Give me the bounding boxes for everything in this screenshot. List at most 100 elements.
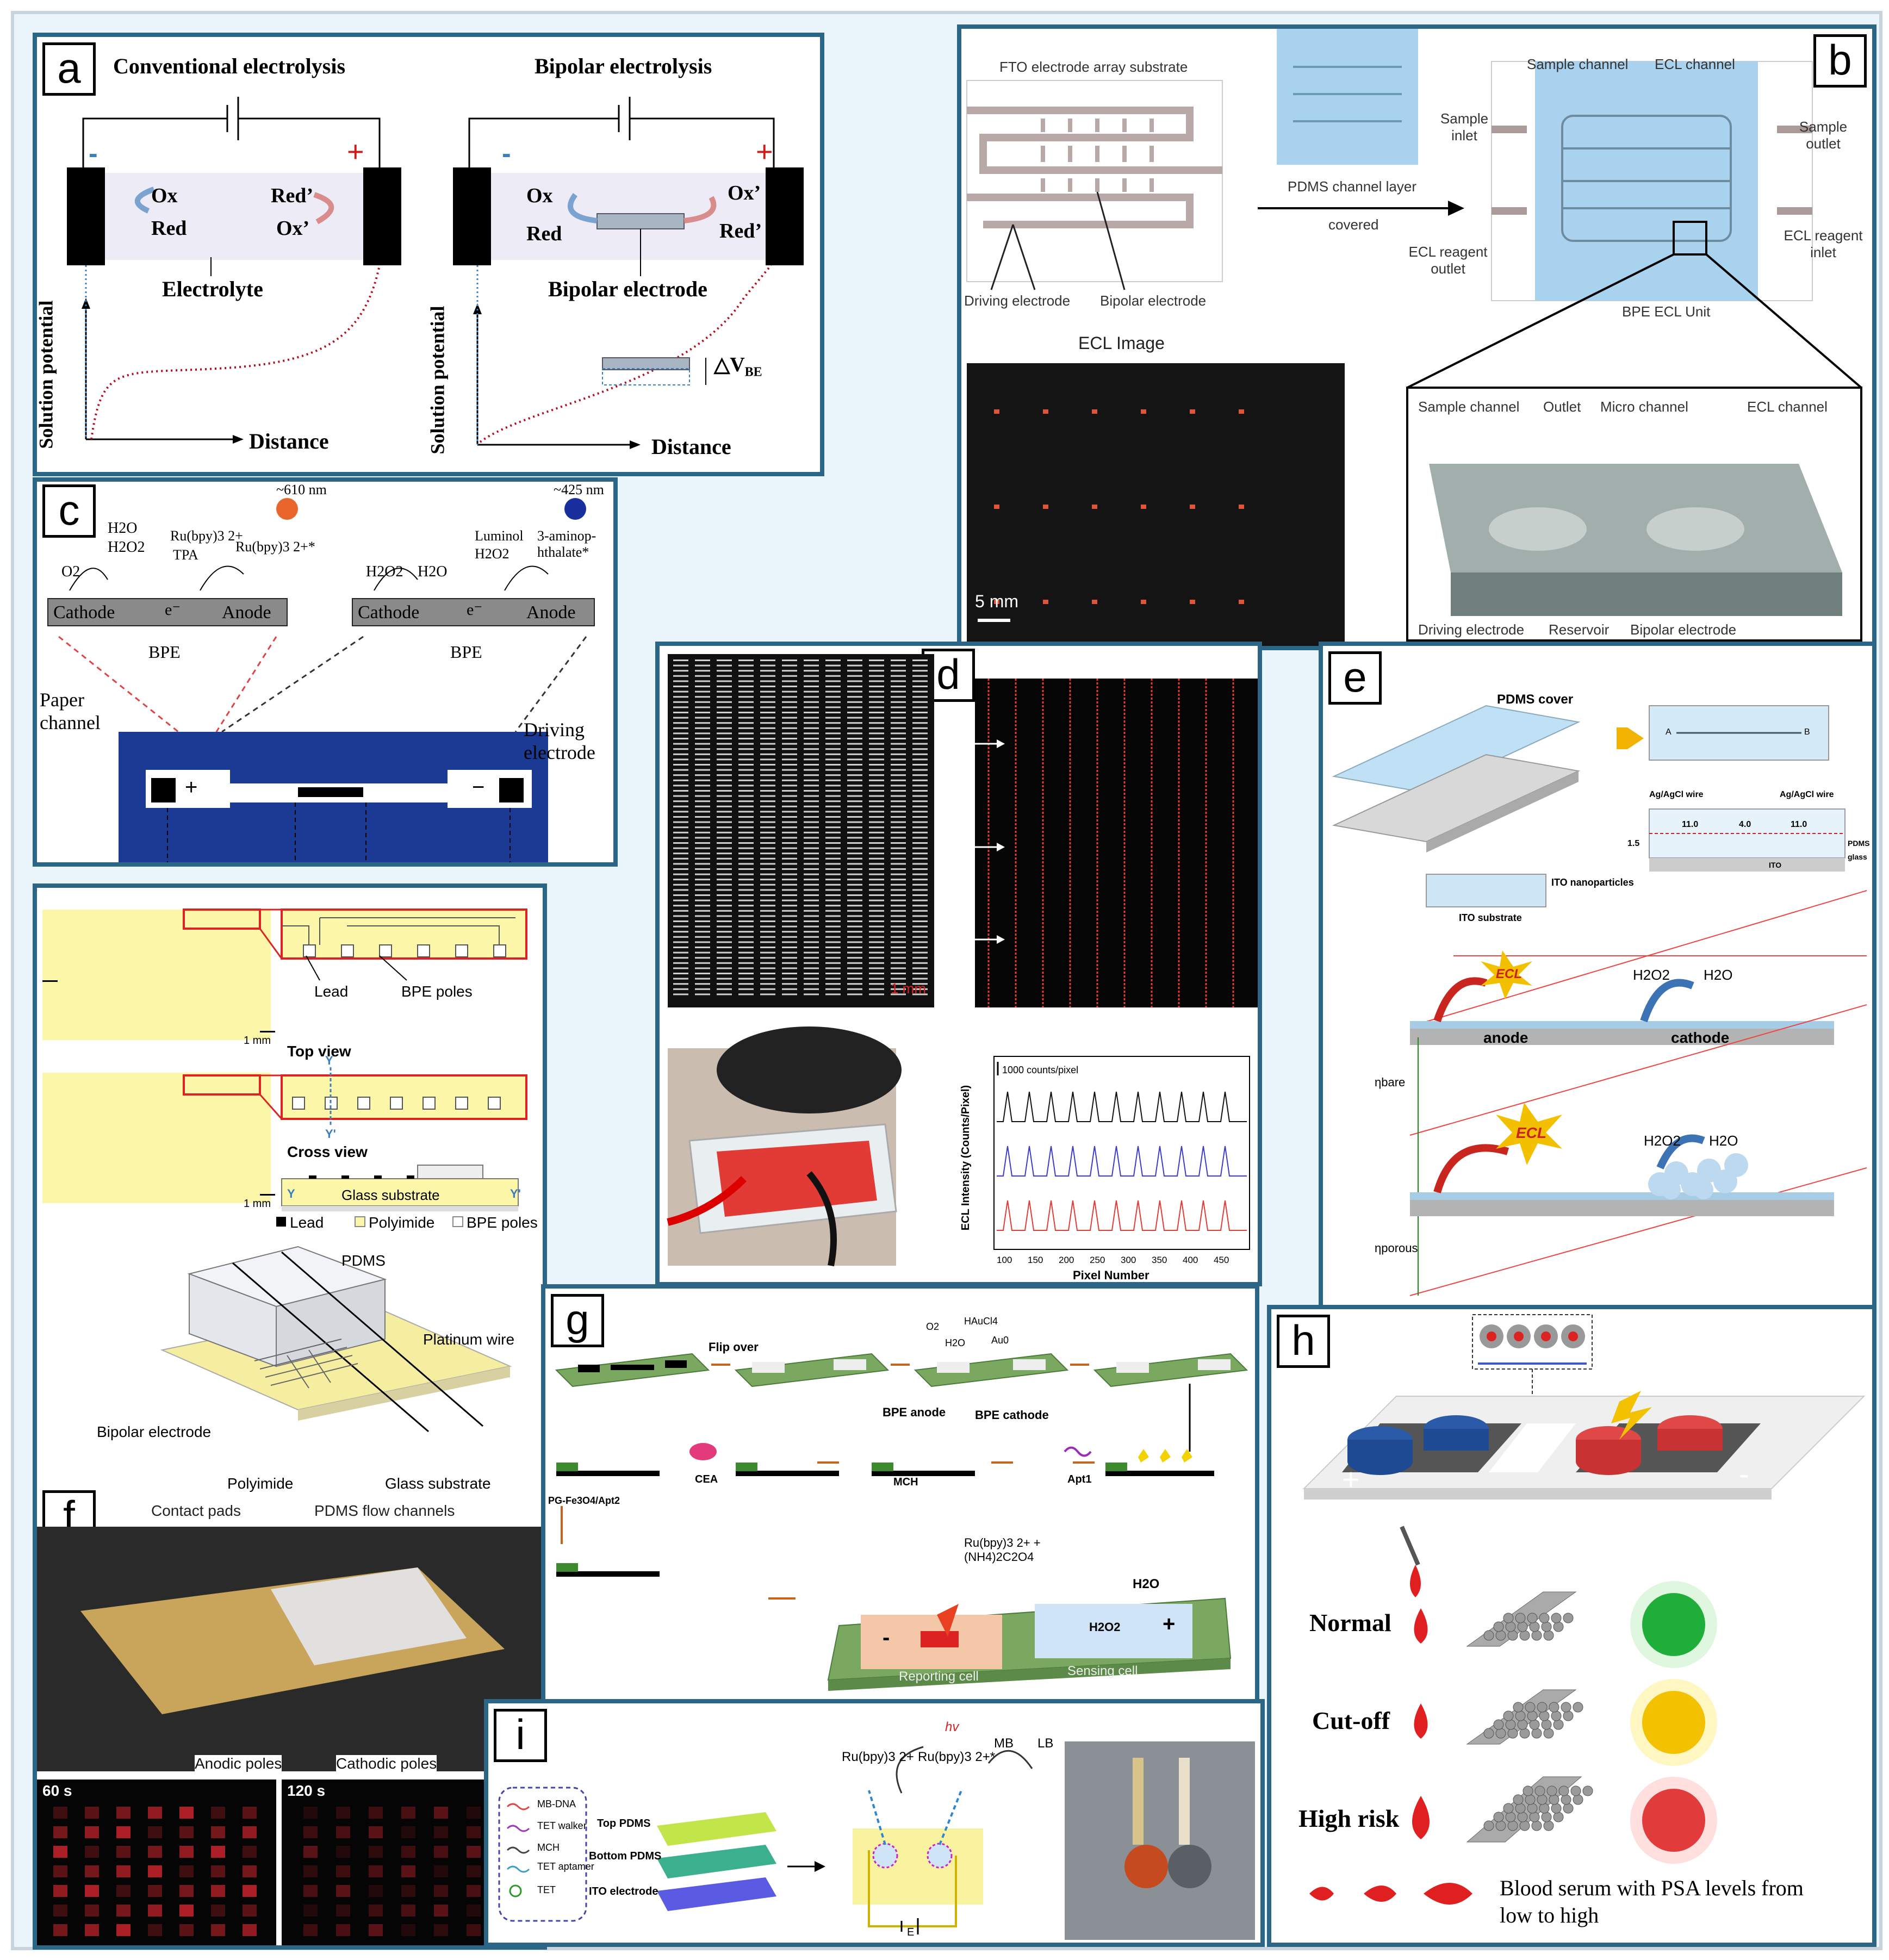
c-paper-channel: Paper channel <box>40 689 101 733</box>
d-gray-segment <box>912 696 928 698</box>
conventional-title: Conventional electrolysis <box>113 54 346 78</box>
d-gray-segment <box>912 988 928 990</box>
d-gray-segment <box>782 769 797 771</box>
f-ecl-spot-60 <box>53 1924 67 1936</box>
h-bead <box>1539 1710 1550 1721</box>
d-gray-segment <box>782 988 797 990</box>
h-bead <box>1503 1710 1514 1721</box>
d-gray-segment <box>760 910 775 912</box>
d-gray-segment <box>760 973 775 974</box>
d-gray-segment <box>695 978 710 980</box>
d-gray-segment <box>782 863 797 865</box>
d-gray-segment <box>825 659 841 661</box>
d-gray-segment <box>869 826 884 829</box>
d-gray-segment <box>695 883 710 886</box>
d-gray-segment <box>804 941 819 943</box>
d-gray-segment <box>912 842 928 844</box>
d-gray-segment <box>804 842 819 844</box>
d-gray-segment <box>673 696 688 698</box>
d-gray-segment <box>869 925 884 928</box>
ecl-spot <box>994 505 999 509</box>
h-bead <box>1549 1702 1559 1713</box>
f-ecl-spot-120 <box>303 1865 318 1877</box>
h-bead <box>1483 1630 1494 1641</box>
d-gray-segment <box>717 868 732 870</box>
panel-a-letter: a <box>42 42 96 96</box>
d-gray-segment <box>695 811 710 813</box>
d-gray-segment <box>717 853 732 855</box>
d-gray-segment <box>760 978 775 980</box>
d-gray-segment <box>869 785 884 787</box>
d-gray-segment <box>869 936 884 938</box>
d-gray-segment <box>912 837 928 839</box>
h-bead <box>1529 1719 1540 1730</box>
d-gray-segment <box>738 774 754 776</box>
d-gray-segment <box>825 712 841 713</box>
h-bead <box>1537 1702 1548 1713</box>
panel-g-letter: g <box>551 1294 604 1347</box>
d-gray-segment <box>804 826 819 829</box>
d-gray-segment <box>695 717 710 719</box>
f-cross-view: Cross view <box>287 1143 368 1160</box>
ecl-spot <box>1141 409 1146 414</box>
f-ecl-spot-60 <box>148 1846 162 1858</box>
d-tick-150: 150 <box>1028 1255 1043 1265</box>
h-bead <box>1539 1613 1550 1623</box>
h-bead <box>1531 1820 1542 1831</box>
d-gray-segment <box>891 706 906 708</box>
h-bead <box>1541 1621 1552 1632</box>
d-gray-segment <box>869 800 884 802</box>
f-ecl-spot-60 <box>53 1905 67 1917</box>
f-glass-substrate-2: Glass substrate <box>385 1475 491 1492</box>
d-gray-segment <box>738 941 754 943</box>
d-gray-segment <box>717 686 732 687</box>
d-gray-segment <box>760 857 775 860</box>
d-gray-segment <box>738 857 754 860</box>
d-gray-segment <box>869 842 884 844</box>
d-gray-segment <box>825 727 841 729</box>
d-gray-segment <box>760 962 775 964</box>
f-ecl-grids <box>53 1807 513 1936</box>
d-gray-segment <box>912 686 928 687</box>
d-gray-segment <box>738 790 754 792</box>
d-gray-segment <box>695 722 710 724</box>
d-gray-segment <box>847 993 862 995</box>
d-gray-segment <box>804 910 819 912</box>
d-gray-segment <box>782 957 797 959</box>
d-gray-segment <box>912 675 928 677</box>
d-gray-segment <box>760 936 775 938</box>
f-ecl-spot-60 <box>53 1885 67 1897</box>
d-gray-segment <box>804 664 819 667</box>
d-gray-segment <box>825 879 841 881</box>
d-gray-segment <box>717 947 732 948</box>
orange-emission-dot <box>276 498 298 520</box>
d-gray-segment <box>673 785 688 787</box>
d-gray-segment <box>891 816 906 818</box>
h-bead <box>1505 1621 1516 1632</box>
d-gray-segment <box>891 696 906 698</box>
f-ecl-spot-60 <box>179 1807 194 1819</box>
d-gray-segment <box>695 790 710 792</box>
d-gray-segment <box>760 753 775 755</box>
d-gray-segment <box>738 701 754 703</box>
d-gray-segment <box>673 894 688 896</box>
d-gray-segment <box>760 764 775 766</box>
d-gray-segment <box>869 764 884 766</box>
d-gray-segment <box>738 883 754 886</box>
delta-v-symbol: △V <box>714 353 745 376</box>
solution-potential-a2: Solution potential <box>426 306 449 455</box>
d-gray-segment <box>847 983 862 985</box>
d-gray-segment <box>673 790 688 792</box>
d-gray-segment <box>912 690 928 693</box>
d-gray-segment <box>869 879 884 881</box>
e-eta-bare: ηbare <box>1375 1075 1406 1089</box>
f-ecl-spot-120 <box>336 1924 350 1936</box>
h-bead <box>1527 1710 1538 1721</box>
f-platinum: Platinum wire <box>423 1331 515 1348</box>
h-bead <box>1519 1630 1530 1641</box>
driving-electrode-label-b: Driving electrode <box>964 293 1071 309</box>
d-gray-segment <box>804 847 819 849</box>
d-gray-segment <box>782 753 797 755</box>
d-gray-segment <box>847 826 862 829</box>
f-ecl-spot-120 <box>369 1865 383 1877</box>
